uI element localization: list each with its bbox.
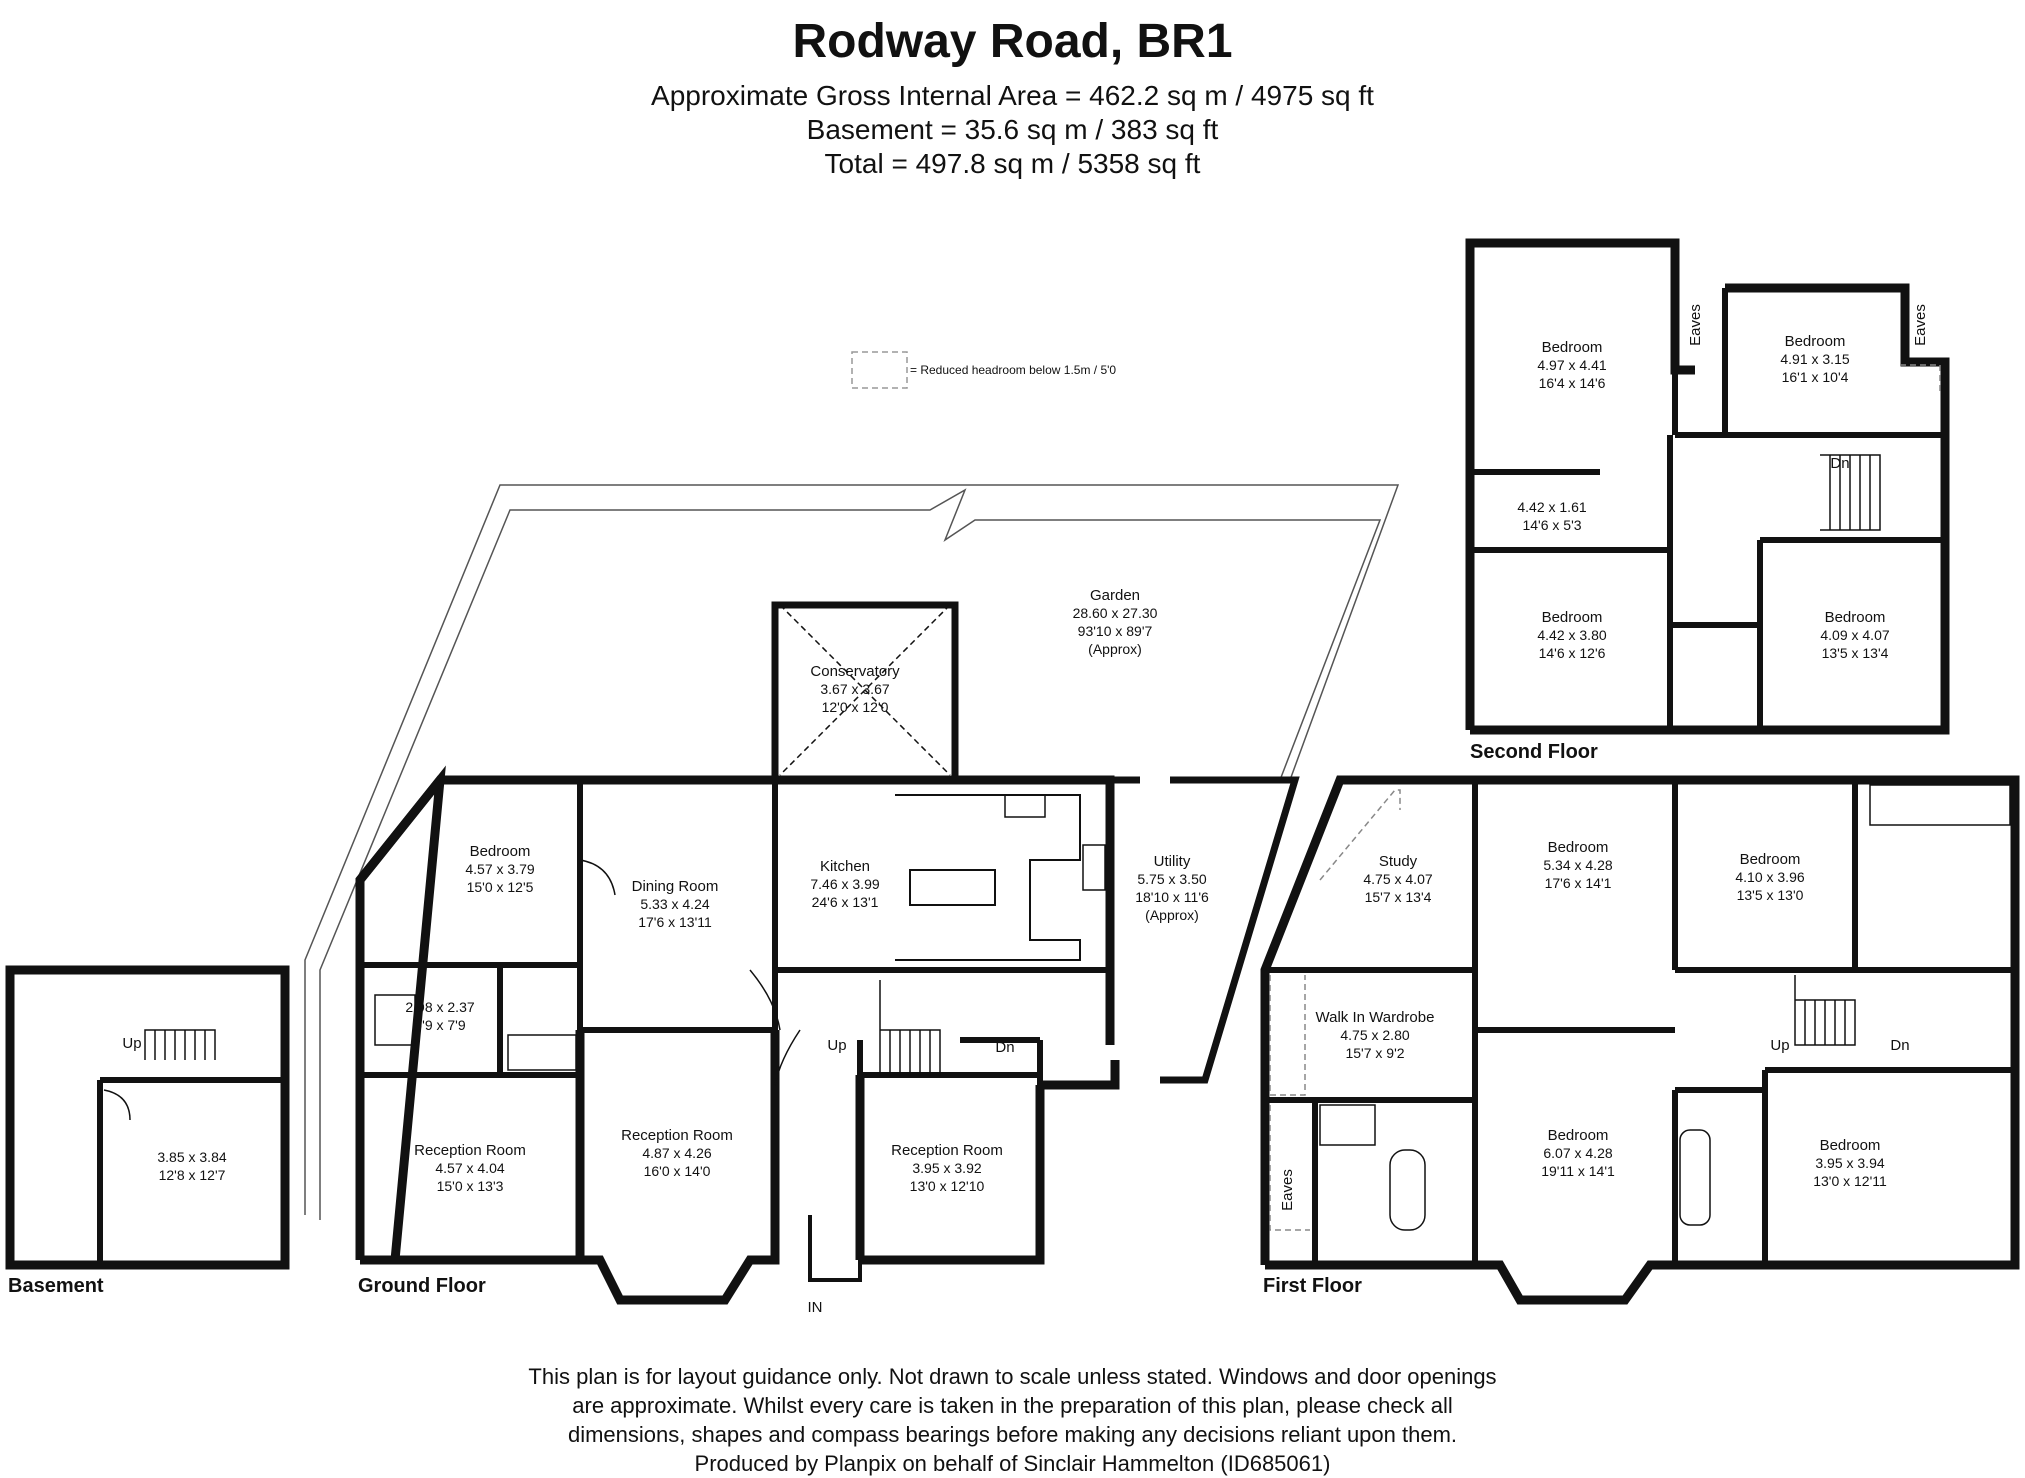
footer-line-3: dimensions, shapes and compass bearings … — [567, 1422, 1458, 1447]
sf-bed2-metric: 4.91 x 3.15 — [1780, 351, 1849, 367]
garden-imperial: 93'10 x 89'7 — [1078, 623, 1153, 639]
ff-bed3-imperial: 19'11 x 14'1 — [1541, 1163, 1615, 1179]
utility-imperial: 18'10 x 11'6 — [1135, 889, 1209, 905]
reception2-metric: 4.87 x 4.26 — [642, 1145, 711, 1161]
ground-floor-plan — [355, 601, 1300, 1305]
entrance-label: IN — [808, 1299, 823, 1316]
ff-bed1-metric: 5.34 x 4.28 — [1543, 857, 1612, 873]
garden-name: Garden — [1090, 587, 1140, 604]
reception3-name: Reception Room — [891, 1142, 1003, 1159]
reception1-name: Reception Room — [414, 1142, 526, 1159]
sf-eaves-label-right: Eaves — [1912, 304, 1929, 346]
dining-metric: 5.33 x 4.24 — [640, 896, 709, 912]
sf-label-dn: Dn — [1830, 455, 1849, 472]
sf-bed4-name: Bedroom — [1825, 609, 1886, 626]
total-area-line: Total = 497.8 sq m / 5358 sq ft — [824, 148, 1201, 179]
sf-bed2-name: Bedroom — [1785, 333, 1846, 350]
utility-metric: 5.75 x 3.50 — [1137, 871, 1206, 887]
garden-outline — [304, 484, 1400, 1220]
legend-text: = Reduced headroom below 1.5m / 5'0 — [910, 363, 1116, 377]
gf-bedroom-name: Bedroom — [470, 843, 531, 860]
sf-bed1-name: Bedroom — [1542, 339, 1603, 356]
ff-eaves-label: Eaves — [1279, 1169, 1296, 1211]
footer-line-1: This plan is for layout guidance only. N… — [528, 1364, 1497, 1389]
label-second-floor: Second Floor — [1470, 741, 1598, 763]
sf-bed1-imperial: 16'4 x 14'6 — [1539, 375, 1606, 391]
sf-small-imperial: 14'6 x 5'3 — [1522, 517, 1581, 533]
dining-imperial: 17'6 x 13'11 — [638, 914, 712, 930]
reception1-metric: 4.57 x 4.04 — [435, 1160, 504, 1176]
utility-note: (Approx) — [1145, 907, 1199, 923]
reception3-metric: 3.95 x 3.92 — [912, 1160, 981, 1176]
ff-bed4-imperial: 13'0 x 12'11 — [1813, 1173, 1887, 1189]
utility-name: Utility — [1154, 853, 1191, 870]
walkin-name: Walk In Wardrobe — [1316, 1009, 1435, 1026]
basement-plan — [5, 965, 290, 1270]
study-imperial: 15'7 x 13'4 — [1365, 889, 1432, 905]
sf-bed1-metric: 4.97 x 4.41 — [1537, 357, 1606, 373]
ff-bed1-name: Bedroom — [1548, 839, 1609, 856]
garden-note: (Approx) — [1088, 641, 1142, 657]
footer-line-4: Produced by Planpix on behalf of Sinclai… — [694, 1451, 1331, 1476]
walkin-metric: 4.75 x 2.80 — [1340, 1027, 1409, 1043]
gf-bedroom-metric: 4.57 x 3.79 — [465, 861, 534, 877]
legend-swatch — [851, 351, 908, 389]
first-floor-plan — [1260, 775, 2020, 1305]
gf-small-metric: 2.98 x 2.37 — [405, 999, 474, 1015]
kitchen-imperial: 24'6 x 13'1 — [812, 894, 879, 910]
conservatory-metric: 3.67 x 3.67 — [820, 681, 889, 697]
label-basement: Basement — [8, 1275, 104, 1297]
reception1-imperial: 15'0 x 13'3 — [437, 1178, 504, 1194]
sf-small-metric: 4.42 x 1.61 — [1517, 499, 1586, 515]
ff-bed4-metric: 3.95 x 3.94 — [1815, 1155, 1884, 1171]
basement-area-line: Basement = 35.6 sq m / 383 sq ft — [806, 114, 1219, 145]
study-name: Study — [1379, 853, 1418, 870]
basement-room-imperial: 12'8 x 12'7 — [159, 1167, 226, 1183]
sf-bed3-name: Bedroom — [1542, 609, 1603, 626]
garden-metric: 28.60 x 27.30 — [1073, 605, 1158, 621]
ff-bed3-name: Bedroom — [1548, 1127, 1609, 1144]
conservatory-name: Conservatory — [810, 663, 900, 680]
label-first-floor: First Floor — [1263, 1275, 1362, 1297]
ff-bed1-imperial: 17'6 x 14'1 — [1545, 875, 1612, 891]
sf-bed2-imperial: 16'1 x 10'4 — [1782, 369, 1849, 385]
walkin-imperial: 15'7 x 9'2 — [1345, 1045, 1404, 1061]
sf-bed4-metric: 4.09 x 4.07 — [1820, 627, 1889, 643]
ff-bed2-name: Bedroom — [1740, 851, 1801, 868]
ff-label-up: Up — [1770, 1037, 1789, 1054]
dining-name: Dining Room — [632, 878, 719, 895]
disclaimer-footer: This plan is for layout guidance only. N… — [0, 1362, 2025, 1478]
ff-label-dn: Dn — [1890, 1037, 1909, 1054]
kitchen-name: Kitchen — [820, 858, 870, 875]
gf-bedroom-imperial: 15'0 x 12'5 — [467, 879, 534, 895]
reception3-imperial: 13'0 x 12'10 — [910, 1178, 985, 1194]
reception2-name: Reception Room — [621, 1127, 733, 1144]
plan-title: Rodway Road, BR1 — [792, 15, 1233, 68]
sf-eaves-label-left: Eaves — [1687, 304, 1704, 346]
gross-area-line: Approximate Gross Internal Area = 462.2 … — [651, 80, 1374, 111]
kitchen-metric: 7.46 x 3.99 — [810, 876, 879, 892]
ff-bed2-imperial: 13'5 x 13'0 — [1737, 887, 1804, 903]
gf-label-dn: Dn — [995, 1039, 1014, 1056]
footer-line-2: are approximate. Whilst every care is ta… — [572, 1393, 1453, 1418]
conservatory-imperial: 12'0 x 12'0 — [822, 699, 889, 715]
gf-label-up: Up — [827, 1037, 846, 1054]
basement-room-metric: 3.85 x 3.84 — [157, 1149, 226, 1165]
sf-bed4-imperial: 13'5 x 13'4 — [1822, 645, 1889, 661]
ff-bed3-metric: 6.07 x 4.28 — [1543, 1145, 1612, 1161]
label-ground-floor: Ground Floor — [358, 1275, 486, 1297]
label-up: Up — [122, 1035, 141, 1052]
reception2-imperial: 16'0 x 14'0 — [644, 1163, 711, 1179]
gf-small-imperial: 9'9 x 7'9 — [414, 1017, 465, 1033]
ff-bed2-metric: 4.10 x 3.96 — [1735, 869, 1804, 885]
ff-bed4-name: Bedroom — [1820, 1137, 1881, 1154]
sf-bed3-metric: 4.42 x 3.80 — [1537, 627, 1606, 643]
second-floor-plan — [1465, 238, 1950, 735]
sf-bed3-imperial: 14'6 x 12'6 — [1539, 645, 1606, 661]
study-metric: 4.75 x 4.07 — [1363, 871, 1432, 887]
